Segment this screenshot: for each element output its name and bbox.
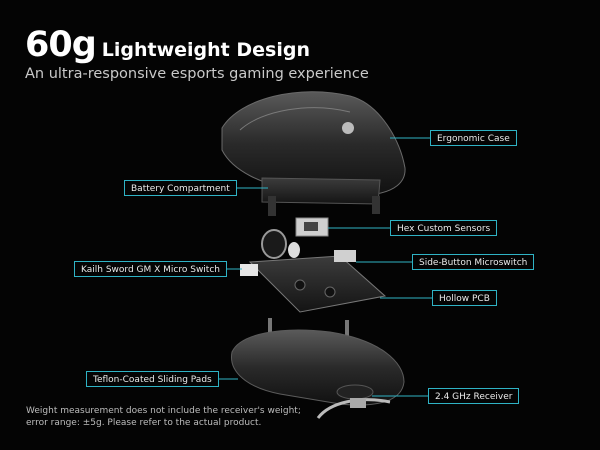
pcb-part xyxy=(240,250,387,313)
weight-value: 60g xyxy=(25,25,97,65)
callout-battery-compartment: Battery Compartment xyxy=(124,180,237,196)
callout-ergonomic-case: Ergonomic Case xyxy=(430,130,517,146)
callout-side-button: Side-Button Microswitch xyxy=(412,254,535,270)
battery-compartment-part xyxy=(261,177,381,216)
scroll-wheel-part xyxy=(261,229,300,259)
page-subtitle: An ultra-responsive esports gaming exper… xyxy=(25,66,369,82)
receiver-part xyxy=(316,398,391,419)
hex-sensor-part xyxy=(295,217,329,237)
callout-hollow-pcb: Hollow PCB xyxy=(432,290,497,306)
callout-hex-sensors: Hex Custom Sensors xyxy=(390,220,498,236)
page-title: 60g Lightweight Design xyxy=(25,25,310,65)
title-text: Lightweight Design xyxy=(101,39,310,61)
callout-receiver: 2.4 GHz Receiver xyxy=(428,388,520,404)
bottom-shell-part xyxy=(231,318,405,406)
footnote: Weight measurement does not include the … xyxy=(26,406,301,428)
callout-teflon-pads: Teflon-Coated Sliding Pads xyxy=(86,371,219,387)
callout-kailh-switch: Kailh Sword GM X Micro Switch xyxy=(74,261,227,277)
